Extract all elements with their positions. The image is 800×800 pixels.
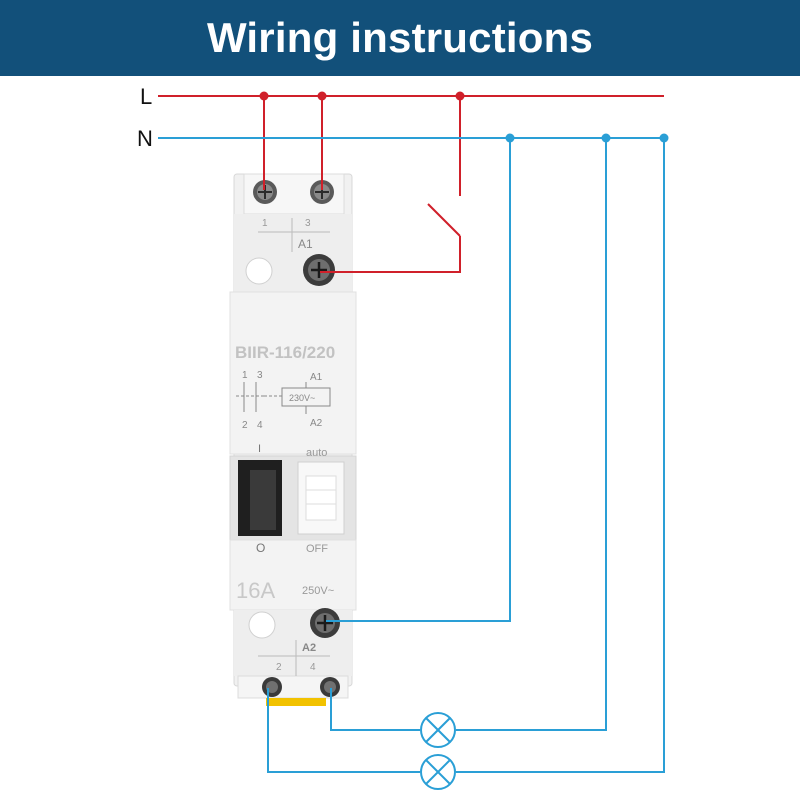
terminal-4-to-lamp-1 [330, 688, 420, 731]
terminal-label-3: 3 [305, 218, 311, 229]
schematic-label-a1: A1 [310, 372, 323, 383]
schematic-label-3: 3 [257, 370, 263, 381]
neutral-wiring [158, 137, 665, 773]
voltage-rating: 250V~ [302, 585, 334, 597]
lamp-icon [420, 754, 456, 790]
schematic-label-4: 4 [257, 420, 263, 431]
switch-on-label: I [258, 443, 261, 455]
screw-terminal-4 [320, 677, 340, 697]
lamp-icon [420, 712, 456, 748]
neutral-label: N [137, 126, 153, 151]
terminal-hole-a2 [248, 611, 276, 639]
current-rating: 16A [236, 578, 275, 603]
screw-terminal-a1 [303, 254, 335, 286]
screw-terminal-a2 [310, 608, 340, 638]
schematic-label-2: 2 [242, 420, 248, 431]
terminal-2-to-lamp-2 [267, 688, 420, 773]
title-banner: Wiring instructions [0, 0, 800, 76]
din-clip [266, 698, 326, 706]
manual-lever-face [250, 470, 276, 530]
coil-voltage: 230V~ [289, 393, 315, 403]
coil-a1-label: A1 [298, 237, 313, 251]
neutral-to-lamp-1 [456, 138, 607, 731]
terminal-label-1: 1 [262, 218, 268, 229]
schematic-label-1: 1 [242, 370, 248, 381]
front-schematic: 1 3 2 4 A1 230V~ A2 [236, 370, 331, 431]
terminal-hole-a1 [245, 257, 273, 285]
model-number: BIIR-116/220 [235, 343, 335, 362]
front-panel [229, 291, 357, 455]
rating-panel [229, 539, 357, 611]
page-title: Wiring instructions [206, 14, 594, 61]
contactor-device: 1 3 A1 BIIR-116/220 1 3 2 4 A1 230V~ [229, 173, 357, 706]
coil-a2-label: A2 [302, 642, 316, 654]
switch-auto-label: auto [306, 447, 327, 459]
screw-terminal-3 [310, 180, 334, 204]
pushbutton-to-a1 [320, 236, 461, 273]
pushbutton-contact [427, 203, 461, 237]
switch-off-label-left: O [256, 541, 265, 555]
neutral-to-a2 [326, 138, 511, 622]
neutral-junction-dots [505, 133, 669, 143]
live-wiring [158, 95, 664, 273]
switch-off-label-right: OFF [306, 543, 328, 555]
live-label: L [140, 84, 152, 109]
neutral-to-lamp-2 [456, 138, 665, 773]
live-junction-dots [259, 91, 465, 101]
terminal-label-2: 2 [276, 662, 282, 673]
terminal-label-4: 4 [310, 662, 316, 673]
selector-knob [305, 475, 337, 521]
schematic-label-a2: A2 [310, 418, 323, 429]
screw-terminal-2 [262, 677, 282, 697]
